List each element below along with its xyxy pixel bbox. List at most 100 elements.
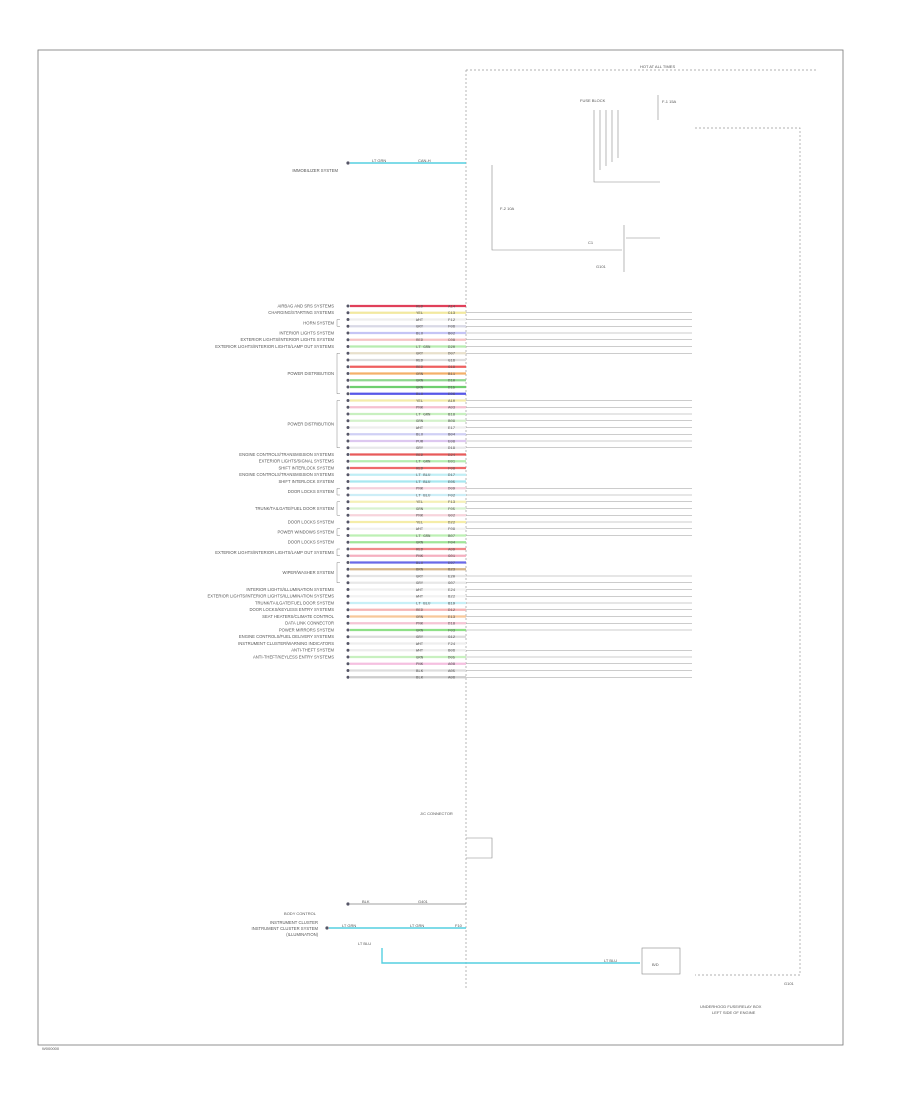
circuit-label: F13 [448,501,456,505]
circuit-label: E08 [448,440,456,444]
return-wire-label-2: LT BLU [604,958,617,963]
circuit-label: E17 [448,427,456,431]
connector-pin [346,318,350,321]
connector-pin [346,426,350,429]
connector-pin [346,601,350,605]
fuse-block-label: FUSE BLOCK [580,98,606,103]
group-bracket [336,548,340,556]
ground-row-label: G401 [418,899,429,904]
connector-pin [346,493,350,497]
circuit-label: G02 [448,515,456,519]
wire-color-label: ORN [416,373,424,377]
circuit-label: G16 [448,359,456,363]
circuit-label: F05 [448,508,456,512]
connector-pin [346,338,350,342]
connector-pin [346,594,350,598]
connector-pin [346,486,350,490]
relay-circuit [491,165,660,272]
connector-pin [346,527,350,531]
connector-box-label: C1 [588,240,594,245]
wire-color-label: LT BLU [416,481,431,485]
system-label: DOOR LOCKS/KEYLESS ENTRY SYSTEMS [249,607,334,612]
connector-row: YEL F13 [346,500,692,505]
connector-pin [346,459,350,463]
wire-color-label: YEL [416,501,424,505]
wire-color-label: RED [416,609,424,613]
wire-color-label: LT GRN [416,535,431,539]
wire-color-label: PNK [416,515,424,519]
circuit-label: A06 [448,677,456,681]
wire-color-label: WHT [416,319,424,323]
module-name-line-2: LEFT SIDE OF ENGINE [712,1010,756,1015]
circuit-label: D10 [448,380,456,384]
circuit-label: A08 [448,663,456,667]
circuit-label: E24 [448,589,456,593]
connector-pin [346,473,350,477]
connector-pin [346,669,350,672]
connector-pin [346,311,350,315]
connector-pin [346,304,350,308]
system-label: DOOR LOCKS SYSTEM [288,519,335,524]
circuit-label: F06 [448,326,456,330]
wire-color-label: BRN [416,569,424,573]
bottom-circuit-wire-color-2: LT GRN [410,923,424,928]
system-label: CHARGING/STARTING SYSTEMS [268,310,334,315]
circuit-label: G19 [448,366,456,370]
group-bracket [336,501,340,516]
system-label: INSTRUMENT CLUSTER/WARNING INDICATORS [238,641,334,646]
top-circuit-system: IMMOBILIZER SYSTEM [292,168,338,173]
bottom-circuit-line-3: (ILLUMINATION) [286,932,318,937]
wire-color-label: RED [416,454,424,458]
circuit-label: B07 [448,535,456,539]
bottom-circuit-header: BODY CONTROL [284,911,317,916]
circuit-label: B02 [448,332,456,336]
bottom-circuit-pin [325,926,329,930]
wire-color-label: PNK [416,623,424,627]
system-label: POWER DISTRIBUTION [287,422,334,427]
top-circuit-id: CAN-H [418,158,431,163]
connector-pin [346,392,350,396]
wire-color-label: RED [416,339,424,343]
circuit-label: D15 [448,386,456,390]
module-box-code: B/D [652,962,659,967]
wire-color-label: WHT [416,650,424,654]
system-labels: AIRBAG AND SRS SYSTEMSCHARGING/STARTING … [208,303,340,659]
circuit-label: G01 [448,555,456,559]
circuit-label: A10 [448,400,456,404]
connector-pin [346,372,350,375]
ground-label: G101 [596,264,607,269]
top-circuit-wire-color: LT GRN [372,158,386,163]
wire-color-label: YEL [416,312,424,316]
connector-pin [346,385,350,389]
wire-color-label: WHT [416,643,424,647]
connector-pin [346,588,350,591]
circuit-label: B04 [448,434,456,438]
system-label: EXTERIOR LIGHTS/INTERIOR LIGHTS/LAMP OUT… [215,344,334,349]
system-label: INTERIOR LIGHTS SYSTEM [279,330,334,335]
connector-pin [346,500,350,504]
wire-color-label: GRN [416,380,424,384]
circuit-label: E13 [448,616,456,620]
connector-pin [346,480,350,483]
junction-tie [466,837,493,859]
connector-pin [346,621,350,625]
wire-color-label: LT GRN [416,461,431,465]
connector-pin [346,324,350,328]
